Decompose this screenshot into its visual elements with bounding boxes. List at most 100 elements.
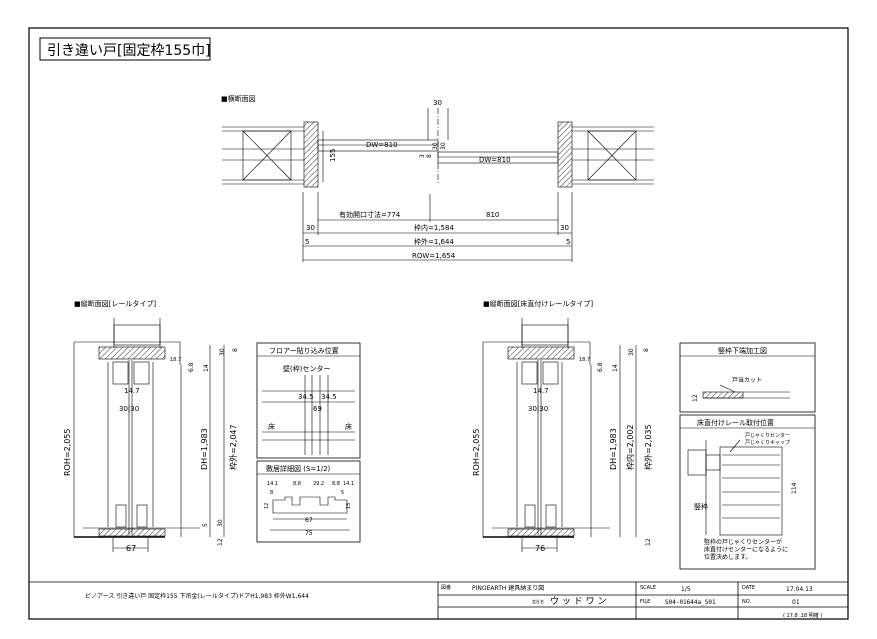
left-d30b: 30: [217, 519, 224, 527]
plan-heading: ■横断面図: [221, 94, 256, 103]
right-section-view: [482, 318, 637, 552]
plan-d30-left: 30: [306, 224, 315, 232]
sill-d88b: 8.8: [332, 481, 340, 487]
groove-cut: 戸当カット: [732, 376, 762, 384]
sheet-border: [28, 27, 849, 620]
plan-dw-left: DW=810: [366, 141, 398, 149]
left-d8: 8: [232, 348, 239, 352]
left-d30: 30: [219, 348, 226, 356]
tb-description: ピノアース 引き違い戸 固定枠155 下吊金(レールタイプ)ドアH1,983 枠…: [85, 592, 309, 600]
right-roh: ROH=2,055: [472, 429, 481, 476]
left-d147: 14.7: [124, 387, 140, 395]
left-outer: 枠外=2,047: [228, 424, 238, 470]
title-box: [39, 37, 211, 61]
rail-d114: 114: [791, 482, 798, 494]
plan-view: [222, 108, 654, 262]
sheet-title: 引き違い戸[固定枠155巾]: [47, 43, 211, 59]
plan-d5-right: 5: [566, 238, 570, 246]
left-d5: 5: [202, 523, 209, 527]
sill-panel: [256, 460, 361, 543]
right-outer: 枠外=2,035: [643, 424, 653, 470]
groove-panel: [679, 342, 816, 413]
floor-label-left: 床: [268, 422, 275, 431]
plan-effective-opening: 有効開口寸法=774: [339, 210, 401, 219]
floor-d345b: 34.5: [321, 393, 337, 401]
rail-note: 竪枠の戸じゃくりセンターが床直付けセンターになるように位置決めします。: [704, 538, 788, 561]
tb-date-label: DATE: [742, 585, 755, 591]
rail-panel-title: 床直付けレール取付位置: [697, 418, 774, 427]
sill-profile: [270, 496, 350, 531]
title-block-lines: [29, 581, 848, 619]
plan-dim-155: 155: [329, 149, 337, 162]
plan-row: ROW=1,654: [412, 252, 456, 260]
sill-d8: 8: [270, 490, 273, 496]
floor-panel-lines: [262, 375, 355, 455]
right-d3030: 30|30: [528, 405, 548, 413]
rail-panel: [679, 414, 816, 570]
tb-scale-label: SCALE: [640, 585, 656, 591]
rail-frame: 竪枠: [694, 502, 708, 511]
right-dh: DH=1,983: [609, 428, 618, 470]
sill-d88a: 8.8: [293, 481, 301, 487]
rail-label1: 戸じゃくりセンター: [745, 432, 790, 439]
floor-panel-center: 壁(枠)センター: [283, 364, 330, 373]
sill-d12: 12: [264, 503, 270, 509]
left-d68: 6.8: [188, 362, 195, 372]
tb-file: S04-01644a_S01: [665, 599, 716, 606]
right-d68: 6.8: [597, 362, 604, 372]
groove-d12: 12: [692, 394, 699, 402]
tb-revision: ( 17.8 .18 明確 ): [783, 612, 822, 619]
sill-panel-title: 敷居詳細図 (S=1/2): [266, 464, 331, 473]
left-roh: ROH=2,055: [63, 429, 72, 476]
floor-label-right: 床: [345, 422, 352, 431]
sill-d15: 15: [346, 503, 352, 509]
groove-drawing: [702, 384, 790, 399]
rail-drawing: [687, 439, 783, 536]
right-d30: 30: [628, 348, 635, 356]
left-d3030: 30|30: [119, 405, 139, 413]
right-d14: 14: [612, 364, 619, 372]
left-d12: 12: [217, 538, 224, 546]
right-d187: 18.7: [579, 357, 590, 363]
tb-scale: 1/5: [681, 586, 691, 593]
sill-d5: 5: [341, 490, 344, 496]
left-d14: 14: [203, 364, 210, 372]
tb-name: PINOEARTH 建具納まり図: [472, 584, 544, 592]
tb-company: ウ ッ ド ワ ン: [550, 596, 606, 607]
tb-date: 17.04.13: [786, 586, 813, 593]
left-d187: 18.7: [170, 357, 181, 363]
floor-d69: 69: [313, 405, 322, 413]
right-d147: 14.7: [533, 387, 549, 395]
plan-dim-30b: 30: [440, 142, 447, 150]
floor-d345a: 34.5: [298, 393, 314, 401]
right-d8: 8: [643, 348, 650, 352]
plan-d30-right: 30: [560, 224, 569, 232]
tb-company-label: 会社名: [532, 598, 544, 604]
rail-label2: 戸じゃくりキャップ: [745, 440, 790, 446]
floor-panel-title: フロアー貼り込み位置: [269, 346, 339, 355]
plan-dw-right: DW=810: [479, 156, 511, 164]
sill-d75: 75: [305, 530, 313, 537]
plan-inner: 枠内=1,584: [414, 223, 454, 232]
sill-d292: 29.2: [313, 481, 324, 487]
plan-dim-810: 810: [486, 211, 499, 219]
tb-no-label: NO.: [742, 599, 751, 605]
plan-dim-top: 30: [433, 99, 442, 107]
left-dh: DH=1,983: [200, 428, 209, 470]
left-d67: 67: [126, 544, 136, 553]
plan-d5-left: 5: [305, 238, 309, 246]
right-d12: 12: [645, 538, 652, 546]
plan-dim-30a: 30: [432, 142, 439, 150]
left-section-view: [73, 318, 225, 552]
right-section-heading: ■縦断面図[床直付けレールタイプ]: [483, 299, 593, 308]
plan-dim-8: 8: [426, 154, 433, 158]
floor-panel: [256, 342, 361, 459]
right-d76: 76: [535, 544, 545, 553]
sill-d141a: 14.1: [267, 481, 278, 487]
tb-file-label: FILE: [640, 599, 650, 605]
tb-no: 01: [792, 599, 800, 606]
left-section-heading: ■縦断面図[レールタイプ]: [74, 299, 156, 308]
groove-panel-title: 竪枠下端加工図: [718, 346, 767, 355]
tb-name-label: 図番: [441, 584, 451, 591]
